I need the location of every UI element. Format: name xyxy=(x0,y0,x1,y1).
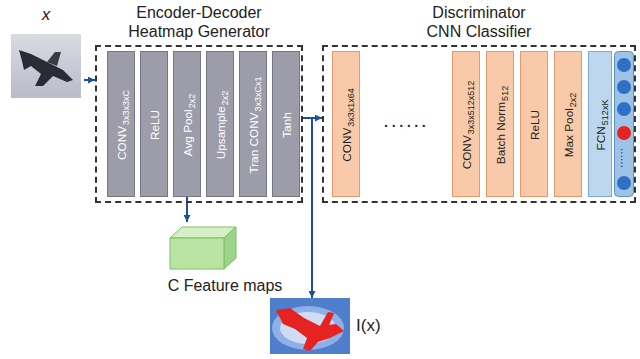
feature-caption-wrap: C Feature maps xyxy=(150,276,300,295)
output-neurons xyxy=(614,51,634,197)
bar-label: CONV3x3x512x512 xyxy=(453,52,481,198)
bar-label: Batch Norm512 xyxy=(487,52,515,198)
layer-subscript: 512xK xyxy=(600,100,610,126)
input-label: x xyxy=(42,5,51,24)
layer-name: CONV xyxy=(340,128,354,162)
layer-subscript: 3x3xCx1 xyxy=(253,76,263,111)
node-bar-orange: CONV3x3x1x64 xyxy=(332,51,360,197)
bar-label: FCN512xK xyxy=(589,52,613,198)
layer-subscript: 512 xyxy=(500,86,510,101)
node-bar-orange: CONV3x3x512x512 xyxy=(452,51,480,197)
ellipsis-wrap: ...... xyxy=(616,145,632,171)
layer-subscript: 3x3x1x64 xyxy=(346,88,356,127)
layer-name: Avg Pool xyxy=(181,109,195,156)
layer-subscript: 2x2 xyxy=(568,93,578,108)
node-bar-gray: ReLU xyxy=(140,51,168,197)
node-bar-gray: Upsample2x2 xyxy=(206,51,234,197)
group-title: Discriminator CNN Classifier xyxy=(414,3,544,41)
layer-name: Batch Norm xyxy=(494,102,508,164)
ellipsis: ...... xyxy=(383,109,428,131)
node-bar-orange: ReLU xyxy=(520,51,548,197)
node-image: x xyxy=(8,4,84,102)
connector-arrow xyxy=(303,118,312,298)
node-bar-gray: Tran CONV3x3xCx1 xyxy=(239,51,267,197)
connector-arrow xyxy=(84,79,95,81)
group-heading: Encoder-Decoder Heatmap Generator xyxy=(97,3,301,41)
node-heat: I(x) xyxy=(270,298,350,354)
feature-map-block xyxy=(162,224,242,272)
ellipsis-wrap: ...... xyxy=(364,109,448,132)
layer-subscript: 2x2 xyxy=(187,94,197,109)
layer-name: FCN xyxy=(594,126,608,150)
heatmap-label: I(x) xyxy=(356,316,381,335)
bar-label: Max Pool2x2 xyxy=(555,52,583,198)
layer-name: CONV xyxy=(115,126,129,160)
ellipsis: ...... xyxy=(618,148,632,168)
feature-label: C Feature maps xyxy=(168,277,283,294)
layer-name: Upsample xyxy=(214,106,228,159)
node-feat: C Feature maps xyxy=(150,222,300,298)
layer-name: Tran CONV xyxy=(247,112,261,173)
node-bar-gray: CONV3x3x3xC xyxy=(107,51,135,197)
bar-label: Upsample2x2 xyxy=(207,52,235,198)
bar-label: Tran CONV3x3xCx1 xyxy=(240,52,268,198)
node-bar-orange: Batch Norm512 xyxy=(486,51,514,197)
layer-name: Max Pool xyxy=(562,108,576,157)
group-heading: Discriminator CNN Classifier xyxy=(324,3,634,41)
layer-name: Tanh xyxy=(280,112,294,138)
layer-name: CONV xyxy=(460,135,474,169)
layer-subscript: 3x3x3xC xyxy=(121,90,131,125)
node-bar-blue: FCN512xK xyxy=(588,51,612,197)
heatmap-image xyxy=(270,298,350,354)
bar-label: Tanh xyxy=(273,52,301,198)
layer-name: ReLU xyxy=(528,110,542,140)
layer-subscript: 3x3x512x512 xyxy=(466,81,476,135)
bar-label: CONV3x3x1x64 xyxy=(333,52,361,198)
layer-subscript: 2x2 xyxy=(220,91,230,106)
bar-label: CONV3x3x3xC xyxy=(108,52,136,198)
image-label-wrap: x xyxy=(8,4,84,26)
connector-arrow xyxy=(186,197,188,222)
node-bar-orange: Max Pool2x2 xyxy=(554,51,582,197)
heatmap-label-wrap: I(x) xyxy=(356,316,381,336)
bar-label: ReLU xyxy=(141,52,169,198)
node-bar-gray: Tanh xyxy=(272,51,300,197)
node-bar-gray: Avg Pool2x2 xyxy=(173,51,201,197)
layer-name: ReLU xyxy=(148,110,162,140)
bar-label: Avg Pool2x2 xyxy=(174,52,202,198)
node-group: Discriminator CNN ClassifierCONV3x3x1x64… xyxy=(322,45,636,203)
group-title: Encoder-Decoder Heatmap Generator xyxy=(117,3,282,41)
input-image xyxy=(11,34,81,98)
bar-label: ReLU xyxy=(521,52,549,198)
node-group: Encoder-Decoder Heatmap GeneratorCONV3x3… xyxy=(95,45,303,203)
